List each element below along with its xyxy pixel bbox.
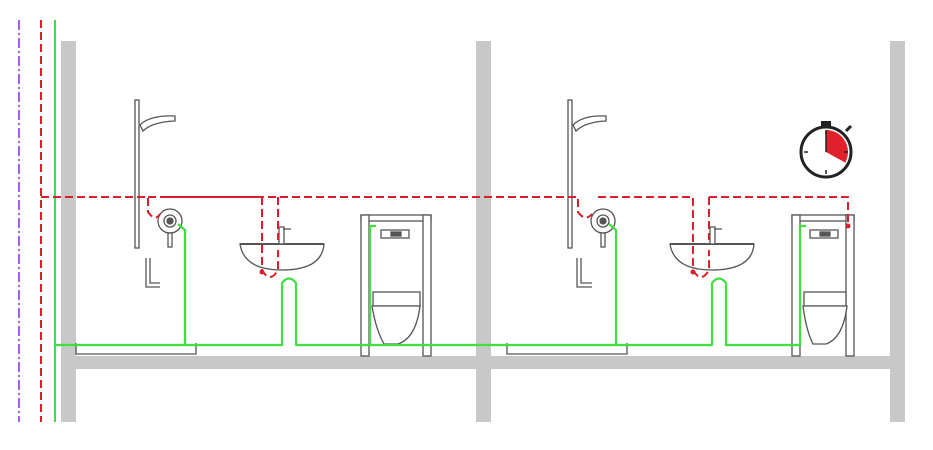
- building-structure: [61, 41, 905, 422]
- timer-icon: [799, 121, 853, 179]
- shower-tray: [75, 343, 197, 355]
- shower-icon: [134, 99, 176, 288]
- risers: [18, 20, 56, 422]
- washbasin-icon: [239, 226, 325, 271]
- bathroom-left: [75, 99, 432, 357]
- wc-icon: [791, 214, 855, 357]
- shower-tray: [506, 343, 628, 355]
- bathroom-right: [506, 99, 855, 357]
- washbasin-icon: [669, 226, 755, 271]
- timer-fill-sector: [826, 130, 848, 163]
- cold-water-line: [55, 223, 806, 347]
- circulation-valve-icon: [590, 208, 616, 248]
- floor-slab: [61, 356, 905, 369]
- right-wall: [890, 41, 905, 422]
- hot-water-terminals: [259, 223, 851, 275]
- shower-icon: [567, 99, 607, 288]
- middle-wall: [476, 41, 491, 422]
- wc-icon: [360, 214, 432, 357]
- circulation-valve-icon: [157, 208, 183, 248]
- left-wall: [61, 41, 76, 422]
